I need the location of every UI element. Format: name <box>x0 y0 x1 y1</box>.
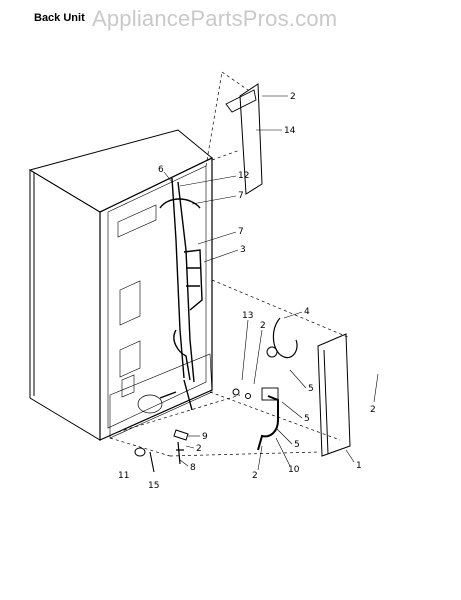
callout-15: 15 <box>148 481 159 491</box>
callout-8: 8 <box>190 463 196 473</box>
leader-7b <box>197 231 237 245</box>
tube-lower <box>173 329 191 381</box>
leader-12 <box>179 175 237 187</box>
grommet <box>266 346 278 358</box>
leader-6 <box>163 171 173 183</box>
callout-2d: 2 <box>196 444 202 454</box>
tube-drain <box>159 379 193 411</box>
part-8-strap <box>176 441 184 465</box>
callout-7a: 7 <box>238 191 244 201</box>
fitting-b <box>245 393 251 399</box>
part-11-washer <box>134 447 146 457</box>
bracket-hook <box>225 89 257 113</box>
callout-5c: 5 <box>294 440 300 450</box>
callout-6: 6 <box>158 165 164 175</box>
callout-2a: 2 <box>290 92 296 102</box>
leader-2b <box>253 329 263 385</box>
leader-5c <box>275 427 293 445</box>
drain-clip <box>261 387 279 401</box>
compressor-area <box>109 353 213 439</box>
dash-base-left <box>117 394 241 433</box>
watermark: AppliancePartsPros.com <box>92 6 338 31</box>
dash-top-right <box>221 71 249 91</box>
leader-7a <box>191 195 237 205</box>
explosion-lines <box>109 71 351 457</box>
callout-7b: 7 <box>238 227 244 237</box>
leader-1 <box>345 449 355 463</box>
part-1-panel <box>317 333 351 457</box>
leader-3 <box>203 249 239 263</box>
leader-2c <box>373 373 379 403</box>
leader-5b <box>281 401 303 419</box>
tube-secondary <box>177 181 195 383</box>
panel-rect-2 <box>119 340 141 378</box>
leader-8 <box>179 459 189 467</box>
lower-parts <box>134 317 298 473</box>
leader-10 <box>275 437 291 467</box>
callout-3: 3 <box>240 245 246 255</box>
callout-4: 4 <box>304 307 310 317</box>
back-panel-outline <box>107 165 207 429</box>
panel-rect-1 <box>119 280 141 326</box>
callout-13: 13 <box>242 311 253 321</box>
compressor <box>137 394 163 414</box>
dash-base-right <box>209 391 341 441</box>
callout-5b: 5 <box>304 414 310 424</box>
leader-2d <box>185 445 195 449</box>
dash-bottom-mid <box>169 451 321 457</box>
dash-right-top <box>211 279 351 339</box>
dash-top-left <box>205 71 223 167</box>
callout-2b: 2 <box>260 321 266 331</box>
tube-loop <box>159 198 201 209</box>
part-15-screw <box>149 451 155 473</box>
leader-2e <box>257 445 263 471</box>
label-plate <box>117 204 157 238</box>
cabinet-side <box>29 169 101 441</box>
part-14-bracket <box>225 83 263 195</box>
leader-5a <box>289 369 307 389</box>
callout-1: 1 <box>356 461 362 471</box>
callout-9: 9 <box>202 432 208 442</box>
callout-14: 14 <box>284 126 296 136</box>
side-panel <box>317 333 351 457</box>
leader-13 <box>241 319 249 381</box>
callout-11: 11 <box>118 471 129 481</box>
page-title: Back Unit <box>34 12 85 24</box>
tubing <box>159 177 203 411</box>
leader-lines <box>163 95 379 471</box>
cabinet <box>28 129 213 441</box>
fitting-a <box>232 388 240 396</box>
coiled-tube <box>272 317 298 359</box>
dash-bottom-left <box>109 437 171 457</box>
callout-12: 12 <box>238 171 249 181</box>
tube-cluster <box>183 249 203 311</box>
callout-labels: 2 14 6 12 7 7 3 4 13 2 5 2 5 5 9 2 8 11 … <box>118 92 376 491</box>
leader-4 <box>283 311 303 319</box>
panel-rect-3 <box>121 374 135 398</box>
callout-10: 10 <box>288 465 300 475</box>
cabinet-back <box>99 157 213 441</box>
callout-5a: 5 <box>308 384 314 394</box>
drain-hose <box>257 395 279 451</box>
bracket-body <box>239 83 263 195</box>
callout-2c: 2 <box>370 405 376 415</box>
callout-2e: 2 <box>252 471 258 481</box>
part-9-clip <box>173 429 189 441</box>
dash-panel-top <box>211 149 241 161</box>
panel-fold <box>323 349 329 455</box>
